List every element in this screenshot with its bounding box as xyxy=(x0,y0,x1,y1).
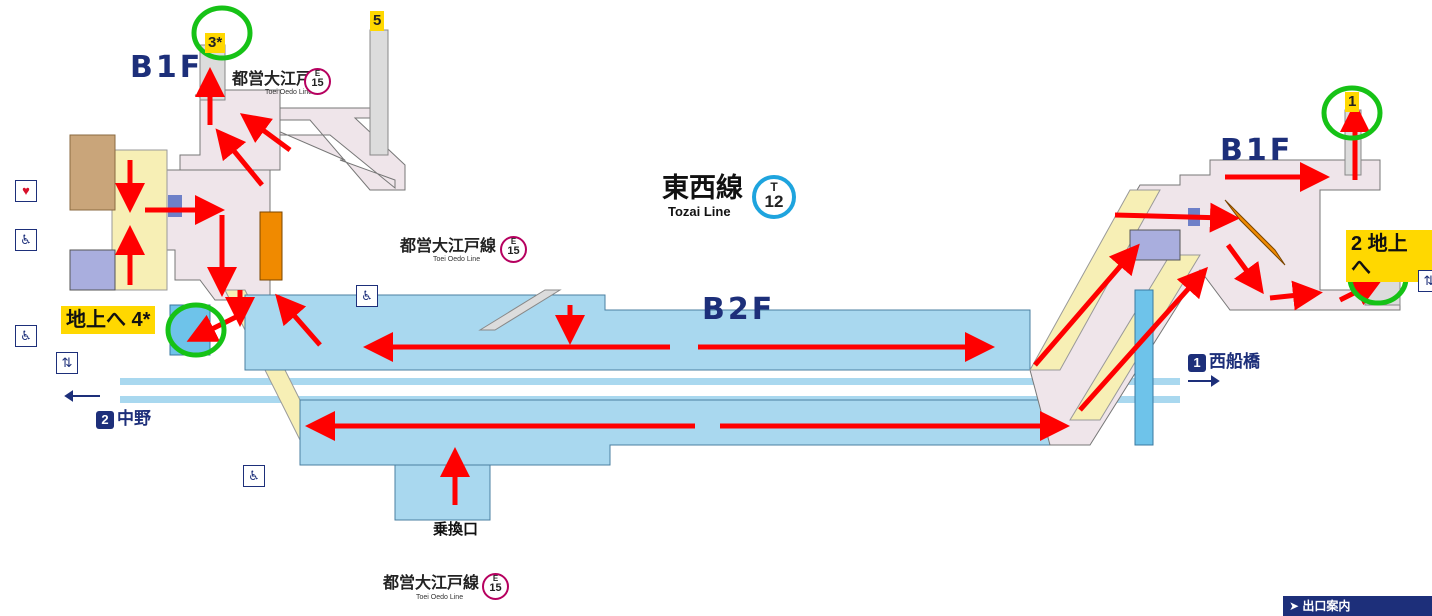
exit-guide-legend: ➤ 出口案内 xyxy=(1283,596,1432,616)
direction-arrows xyxy=(64,375,1220,402)
oedo-line-en-middle: Toei Oedo Line xyxy=(433,256,481,263)
escalator-wheelchair-icon-b2f: ♿ xyxy=(356,285,378,307)
exit-badge-3[interactable]: 3* xyxy=(205,33,226,53)
oedo-line-en-top: Toei Oedo Line xyxy=(265,89,313,96)
b2f-platform xyxy=(244,289,1071,521)
exit-badge-2[interactable]: 2 地上へ xyxy=(1346,230,1432,282)
floor-label-b1f-left: B1F xyxy=(130,50,204,85)
escalator-wheelchair-icon-lower: ♿ xyxy=(243,465,265,487)
tozai-line-label: 東西線 xyxy=(662,173,743,203)
tozai-station-code: T 12 xyxy=(752,175,796,219)
exit-badge-1[interactable]: 1 xyxy=(1345,92,1360,112)
oedo-line-label-bottom: 都営大江戸線 xyxy=(383,575,480,592)
b1f-right-concourse xyxy=(1029,109,1401,446)
elevator-icon-right: ⇅ xyxy=(1418,270,1432,292)
legend-title: 出口案内 xyxy=(1302,599,1351,613)
escalator-wheelchair-icon: ♿ xyxy=(15,325,37,347)
oedo-station-code-bottom: E 15 xyxy=(482,573,509,600)
floor-label-b2f: B2F xyxy=(702,292,776,327)
exit-badge-4[interactable]: 地上へ 4* xyxy=(61,306,156,334)
circle-arrow-icon: ➤ xyxy=(1289,599,1303,613)
tozai-line-en: Tozai Line xyxy=(668,204,731,219)
b1f-left-concourse xyxy=(69,89,406,301)
floor-label-b1f-right: B1F xyxy=(1220,133,1294,168)
oedo-line-label-middle: 都営大江戸線 xyxy=(400,238,497,255)
oedo-line-en-bottom: Toei Oedo Line xyxy=(416,594,464,601)
wheelchair-icon: ♿ xyxy=(15,229,37,251)
oedo-station-code-middle: E 15 xyxy=(500,236,527,263)
transfer-gate-label: 乗換口 xyxy=(433,521,479,538)
elevator-icon: ⇅ xyxy=(56,352,78,374)
exit-badge-5[interactable]: 5 xyxy=(370,11,385,31)
route-arrows xyxy=(115,67,1384,505)
aed-icon: ♥ xyxy=(15,180,37,202)
oedo-station-code-top: E 15 xyxy=(304,68,331,95)
